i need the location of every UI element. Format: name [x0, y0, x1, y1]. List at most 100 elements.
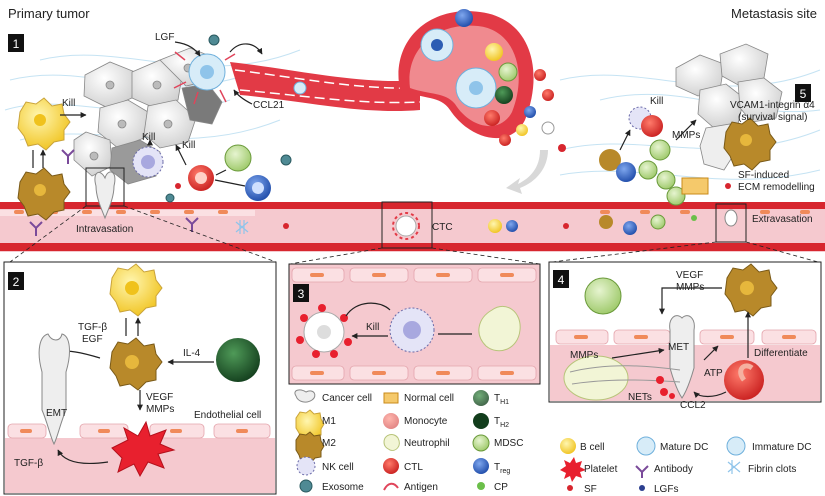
mature-dc-cells: [293, 28, 497, 109]
arrow-loop: [229, 43, 263, 55]
arrow-lgf: [174, 41, 201, 57]
legend-cancer-cell-icon: [294, 389, 316, 403]
primary-tumor-title: Primary tumor: [8, 6, 90, 21]
panel-3: 3 Kill: [288, 263, 541, 385]
emt-cell: [38, 333, 70, 446]
metastasis-site-title: Metastasis site: [731, 6, 817, 21]
svg-text:EMT: EMT: [46, 408, 67, 419]
svg-text:TGF-β: TGF-β: [78, 322, 107, 333]
legend-th2-icon: [473, 413, 489, 429]
svg-text:VEGF: VEGF: [676, 270, 703, 281]
extravasating-cell: [724, 209, 738, 227]
legend-fibrin: Fibrin clots: [748, 464, 796, 475]
m2-macrophage-left: [17, 167, 71, 221]
treg-cell-top: [245, 175, 271, 201]
svg-text:5: 5: [800, 87, 807, 101]
ctc-box: [381, 201, 433, 249]
svg-text:MET: MET: [668, 342, 689, 353]
svg-text:MMPs: MMPs: [570, 350, 598, 361]
panel-badge-1: 1: [8, 34, 24, 52]
svg-text:Differentiate: Differentiate: [754, 348, 808, 359]
legend-sf: SF: [584, 484, 597, 495]
legend-neutrophil: Neutrophil: [404, 438, 450, 449]
legend-platelet-icon: [560, 457, 586, 482]
arrow-ccl21: [233, 89, 253, 105]
svg-text:NETs: NETs: [628, 392, 652, 403]
svg-text:3: 3: [298, 287, 305, 301]
sf-dots-top: [175, 183, 569, 229]
svg-text:2: 2: [13, 275, 20, 289]
sf-remodel-label-1: SF-induced: [738, 170, 789, 181]
platelet-p2: [111, 420, 176, 478]
legend-cp: CP: [494, 482, 508, 493]
blob-immune-cells: [455, 9, 518, 126]
legend-cancer-cell: Cancer cell: [322, 393, 372, 404]
svg-text:4: 4: [558, 273, 565, 287]
fibrin-icon: [235, 220, 249, 234]
vessel-cells: [488, 219, 518, 233]
arrow-mmps-top: [675, 119, 697, 141]
legend-immature-dc: Immature DC: [752, 442, 811, 453]
legend-normal-cell-icon: [383, 392, 399, 404]
m1-macrophage-left: [17, 97, 71, 151]
ctc-cell: [392, 212, 420, 240]
svg-text:1: 1: [13, 37, 20, 51]
extravasation-label: Extravasation: [752, 214, 813, 225]
panel-2: 2 IL-4 TGF-β EGF EMT VEGF MMPs Endotheli…: [3, 261, 277, 495]
nk-cell-top: [132, 146, 164, 178]
inhibit-line: [214, 169, 246, 187]
normal-cell-meta: [681, 177, 709, 195]
antibody-icon: [61, 149, 75, 164]
mdsc-cell-top: [224, 144, 252, 172]
sf-dot-meta: [725, 183, 731, 189]
legend-cp-icon: [477, 482, 485, 490]
kill-label-2: Kill: [142, 132, 155, 143]
svg-text:Kill: Kill: [366, 322, 379, 333]
svg-text:MMPs: MMPs: [676, 282, 704, 293]
legend-mdsc: MDSC: [494, 438, 523, 449]
arrow-kill-4: [619, 129, 631, 151]
legend-lgfs-icon: [639, 485, 645, 491]
legend-mdsc-icon: [472, 434, 490, 452]
legend-exosome: Exosome: [322, 482, 364, 493]
ctl-cell-top: [188, 165, 214, 191]
legend: Cancer cell M1 M2 NK cell Exosome Normal…: [294, 389, 811, 495]
legend-normal-cell: Normal cell: [404, 393, 454, 404]
kill-label-4: Kill: [650, 96, 663, 107]
extravasation-box: [715, 203, 747, 243]
legend-exosome-icon: [299, 479, 313, 493]
legend-nk-cell: NK cell: [322, 462, 354, 473]
arrow-kill-3: [175, 144, 187, 166]
survival-label: (survival signal): [738, 112, 807, 123]
legend-neutrophil-icon: [383, 434, 400, 451]
legend-b-cell-icon: [560, 438, 576, 454]
svg-text:Treg: Treg: [494, 462, 510, 475]
arrow-m1-m2: [32, 150, 43, 168]
intravasating-cell: [94, 171, 116, 220]
svg-text:IL-4: IL-4: [183, 348, 201, 359]
svg-text:Endothelial cell: Endothelial cell: [194, 410, 261, 421]
legend-platelet: Platelet: [584, 464, 618, 475]
mdsc-cell-p4: [584, 277, 622, 315]
legend-sf-icon: [567, 485, 573, 491]
legend-lgfs: LGFs: [654, 484, 678, 495]
immature-dc-top: [173, 51, 236, 105]
legend-m2: M2: [322, 438, 336, 449]
svg-text:TH1: TH1: [494, 393, 509, 406]
legend-monocyte-icon: [383, 413, 399, 429]
th2-cell-p2: [216, 338, 260, 382]
met-cell: [669, 315, 695, 399]
legend-mature-dc: Mature DC: [660, 442, 708, 453]
svg-text:MMPs: MMPs: [146, 404, 174, 415]
flow-arrow: [506, 150, 548, 194]
ccl21-label: CCL21: [253, 100, 285, 111]
svg-text:TH2: TH2: [494, 416, 509, 429]
neutrophil-p3: [478, 305, 521, 352]
svg-text:TGF-β: TGF-β: [14, 458, 43, 469]
svg-text:EGF: EGF: [82, 334, 103, 345]
legend-immature-dc-icon: [726, 436, 746, 456]
exosomes: [165, 34, 292, 203]
zoom-lines: [9, 205, 819, 265]
legend-ctl-icon: [383, 458, 399, 474]
